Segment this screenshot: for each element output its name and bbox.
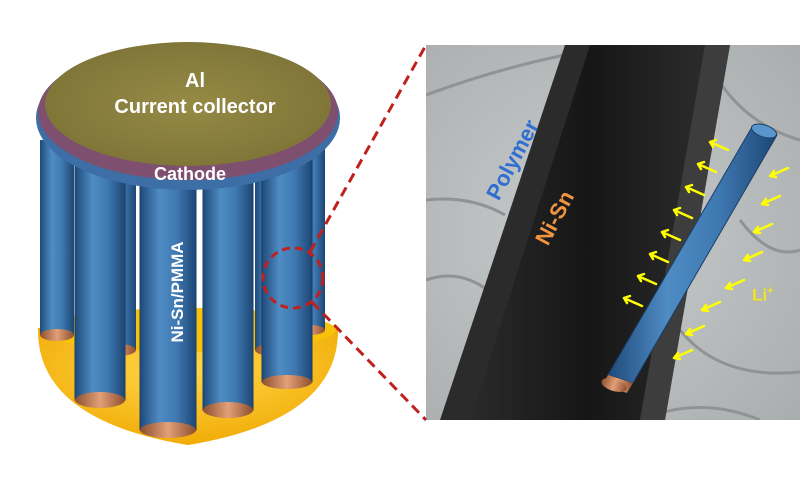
front-nanowires (74, 149, 313, 438)
li-ion-arrows (622, 138, 790, 361)
nisn-pmma-label: Ni-Sn/PMMA (168, 241, 187, 343)
zoom-connector-lines (308, 44, 428, 422)
li-text: Li (752, 285, 768, 305)
al-label: Al (185, 70, 205, 92)
li-ion-label: Li+ (752, 285, 774, 306)
tem-image-panel (426, 45, 800, 420)
current-collector-label: Current collector (114, 96, 276, 118)
zoom-circle (261, 246, 325, 310)
cathode-label: Cathode (154, 164, 226, 184)
li-charge: + (767, 285, 774, 297)
current-collector-disc (45, 42, 331, 166)
nanowire-rod (601, 123, 778, 393)
